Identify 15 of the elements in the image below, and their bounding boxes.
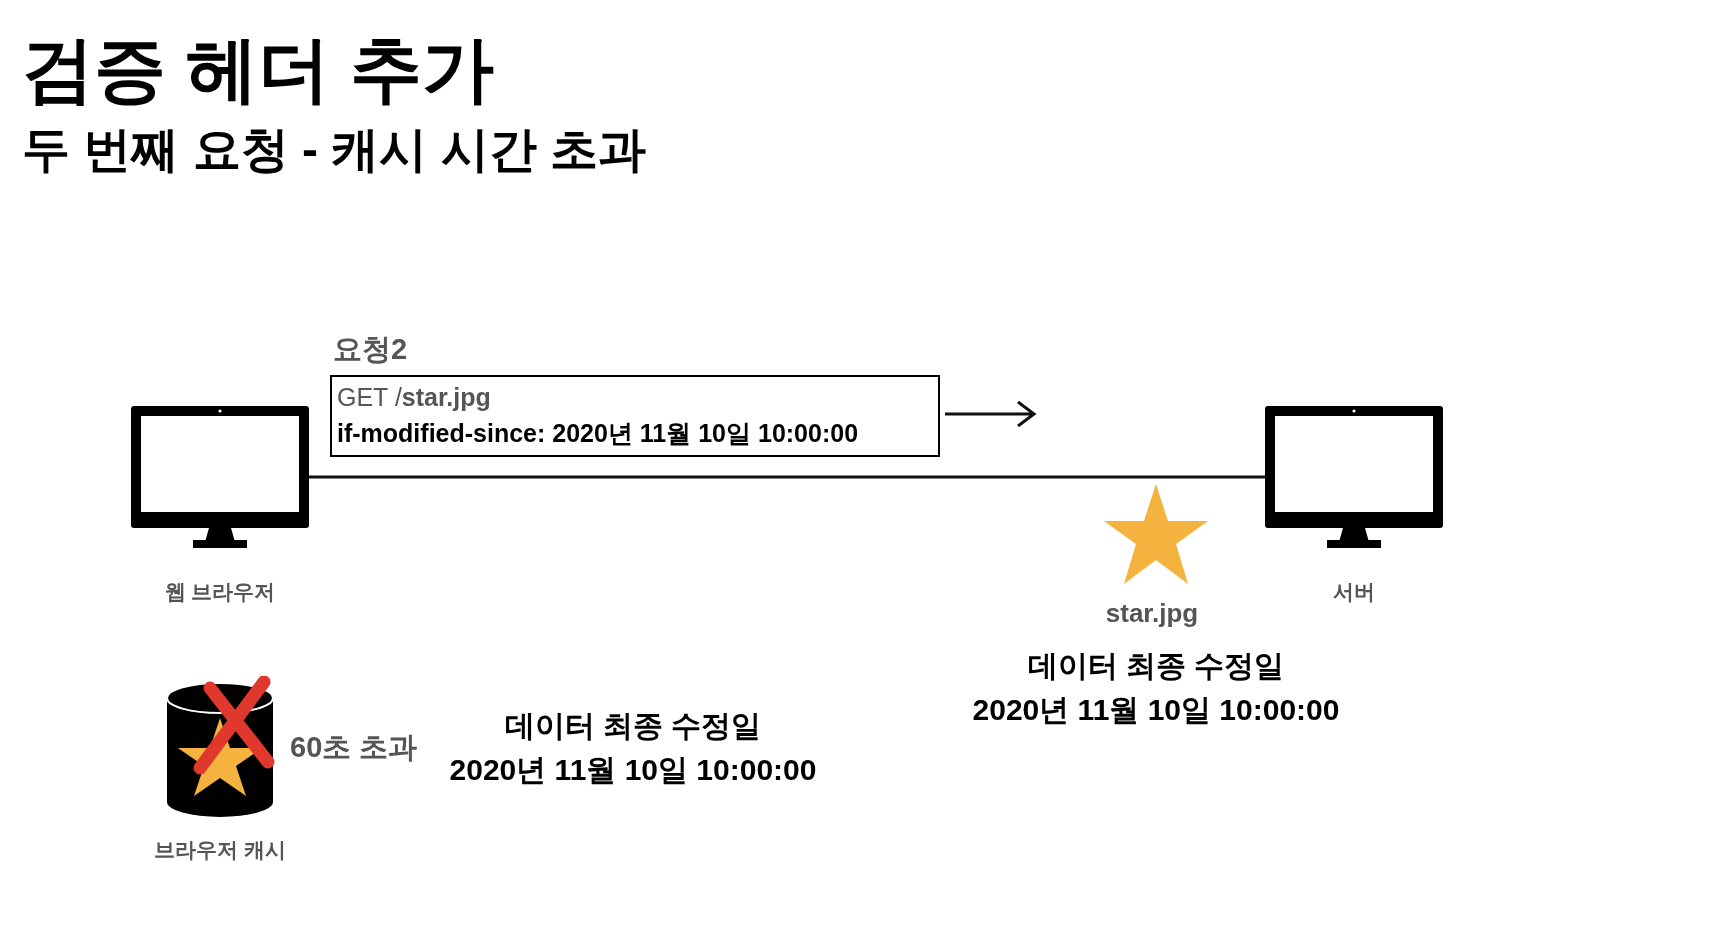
cache-label: 브라우저 캐시 xyxy=(154,837,286,863)
data-note: 2020년 11월 10일 10:00:00 xyxy=(972,692,1340,728)
device-label: 서버 xyxy=(1333,579,1375,605)
title: 검증 헤더 추가 xyxy=(22,28,494,111)
data-note: 데이터 최종 수정일 xyxy=(1027,648,1285,684)
request-header: if-modified-since: 2020년 11월 10일 10:00:00 xyxy=(337,418,859,449)
data-note: 데이터 최종 수정일 xyxy=(504,708,762,744)
subtitle: 두 번째 요청 - 캐시 시간 초과 xyxy=(22,122,646,178)
data-note: 2020년 11월 10일 10:00:00 xyxy=(449,752,817,788)
file-name: star.jpg xyxy=(1105,598,1199,629)
request-line: GET /star.jpg xyxy=(337,383,491,412)
request-label: 요청2 xyxy=(333,332,408,367)
device-label: 웹 브라우저 xyxy=(164,579,276,605)
connection-line xyxy=(309,475,1265,479)
timeout-note: 60초 초과 xyxy=(290,730,418,765)
